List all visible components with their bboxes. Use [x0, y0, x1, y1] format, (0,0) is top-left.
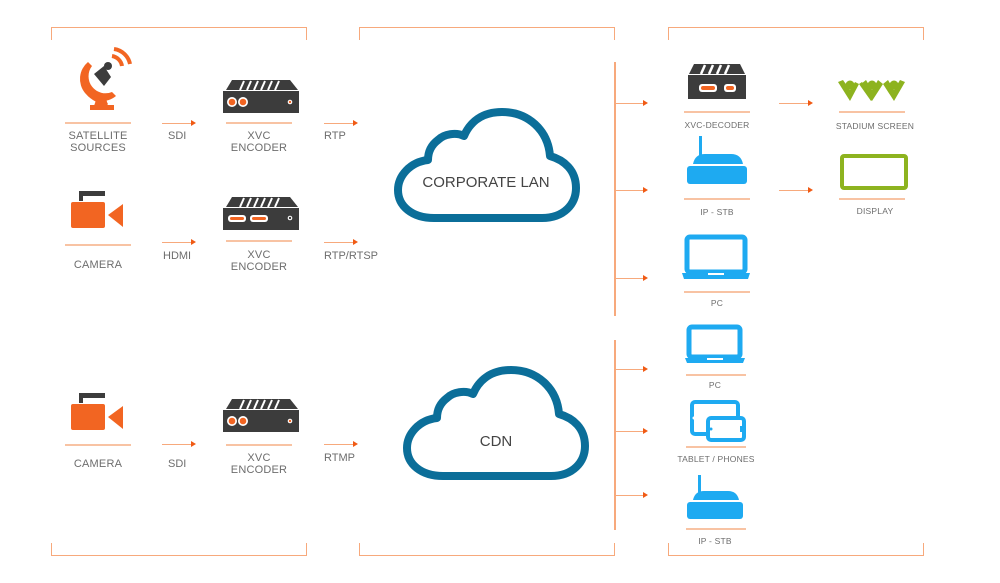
cdn-cloud-icon	[403, 366, 589, 480]
display-icon	[840, 154, 908, 190]
display-label: DISPLAY	[856, 206, 894, 216]
encoder-underline-row1	[226, 122, 292, 124]
sdi-arrow-row1	[162, 119, 196, 127]
lan-to-decoder-arrow	[614, 99, 648, 107]
corporate-lan-label: CORPORATE LAN	[422, 174, 550, 191]
network-group-bracket-top	[359, 27, 615, 40]
encoder-label-row2-line2: ENCODER	[230, 261, 288, 273]
decoder-to-stadium-arrow	[779, 99, 813, 107]
satellite-label-line1: SATELLITE	[68, 130, 128, 142]
ip-stb-icon	[687, 136, 747, 184]
pc2-label: PC	[708, 380, 722, 390]
cdn-label: CDN	[479, 433, 513, 450]
laptop-icon	[685, 324, 745, 363]
laptop-icon	[682, 234, 750, 279]
lan-to-stb-arrow	[614, 186, 648, 194]
network-group-bracket-bottom	[359, 543, 615, 556]
satellite-label-line2: SOURCES	[70, 142, 126, 154]
cdn-to-stb-arrow	[614, 491, 648, 499]
stb-to-display-arrow	[779, 186, 813, 194]
rtp-rtsp-arrow-row2	[324, 238, 358, 246]
sources-group-bracket-top	[51, 27, 307, 40]
encoder-sdi-icon	[223, 399, 299, 432]
pc1-label: PC	[710, 298, 724, 308]
ip-stb-icon	[687, 475, 743, 519]
stadium-underline	[839, 111, 905, 113]
stadium-screen-icon	[838, 80, 905, 101]
display-underline	[839, 198, 905, 200]
rtp-rtsp-label-row2: RTP/RTSP	[324, 250, 378, 262]
sources-group-bracket-bottom	[51, 543, 307, 556]
encoder-label-row3-line2: ENCODER	[230, 464, 288, 476]
lan-to-pc-arrow	[614, 274, 648, 282]
hdmi-arrow-row2	[162, 238, 196, 246]
tablet-underline	[686, 446, 746, 448]
tablet-phones-icon	[690, 400, 746, 442]
camera2-underline	[65, 444, 131, 446]
encoder-label-row1-line2: ENCODER	[230, 142, 288, 154]
stadium-label: STADIUM SCREEN	[835, 121, 915, 131]
xvc-decoder-icon	[688, 64, 746, 99]
sdi-arrow-row3	[162, 440, 196, 448]
encoder-sdi-icon	[223, 80, 299, 113]
cdn-distribution-line	[614, 340, 616, 530]
cdn-to-pc-arrow	[614, 365, 648, 373]
rtmp-label-row3: RTMP	[324, 452, 355, 464]
encoder-hdmi-icon	[223, 197, 299, 230]
corporate-lan-cloud-icon	[394, 108, 580, 222]
stb1-underline	[684, 198, 750, 200]
rtmp-arrow-row3	[324, 440, 358, 448]
satellite-label: SATELLITE SOURCES	[55, 130, 141, 154]
endpoints-group-bracket-bottom	[668, 543, 924, 556]
camera1-label: CAMERA	[73, 259, 123, 271]
rtp-arrow-row1	[324, 119, 358, 127]
tablet-label: TABLET / PHONES	[677, 454, 755, 464]
satellite-underline	[65, 122, 131, 124]
hdmi-label-row2: HDMI	[163, 250, 192, 262]
encoder-underline-row3	[226, 444, 292, 446]
encoder-label-row1: XVC ENCODER	[219, 130, 299, 154]
encoder-label-row3-line1: XVC	[247, 452, 271, 464]
sdi-label-row1: SDI	[168, 130, 187, 142]
camera1-underline	[65, 244, 131, 246]
video-camera-icon	[71, 393, 123, 430]
encoder-label-row2: XVC ENCODER	[219, 249, 299, 273]
cdn-to-tablet-arrow	[614, 427, 648, 435]
stb1-label: IP - STB	[700, 207, 734, 217]
encoder-label-row3: XVC ENCODER	[219, 452, 299, 476]
lan-distribution-line	[614, 62, 616, 316]
rtp-label-row1: RTP	[324, 130, 346, 142]
encoder-label-row2-line1: XVC	[247, 249, 271, 261]
video-camera-icon	[71, 191, 123, 228]
stb2-label: IP - STB	[698, 536, 732, 546]
stb2-underline	[686, 528, 746, 530]
camera2-label: CAMERA	[73, 458, 123, 470]
pc1-underline	[684, 291, 750, 293]
decoder-underline	[684, 111, 750, 113]
decoder-label: XVC-DECODER	[684, 120, 750, 130]
pc2-underline	[686, 374, 746, 376]
endpoints-group-bracket-top	[668, 27, 924, 40]
encoder-underline-row2	[226, 240, 292, 242]
satellite-dish-icon	[79, 47, 132, 110]
sdi-label-row3: SDI	[168, 458, 187, 470]
encoder-label-row1-line1: XVC	[247, 130, 271, 142]
